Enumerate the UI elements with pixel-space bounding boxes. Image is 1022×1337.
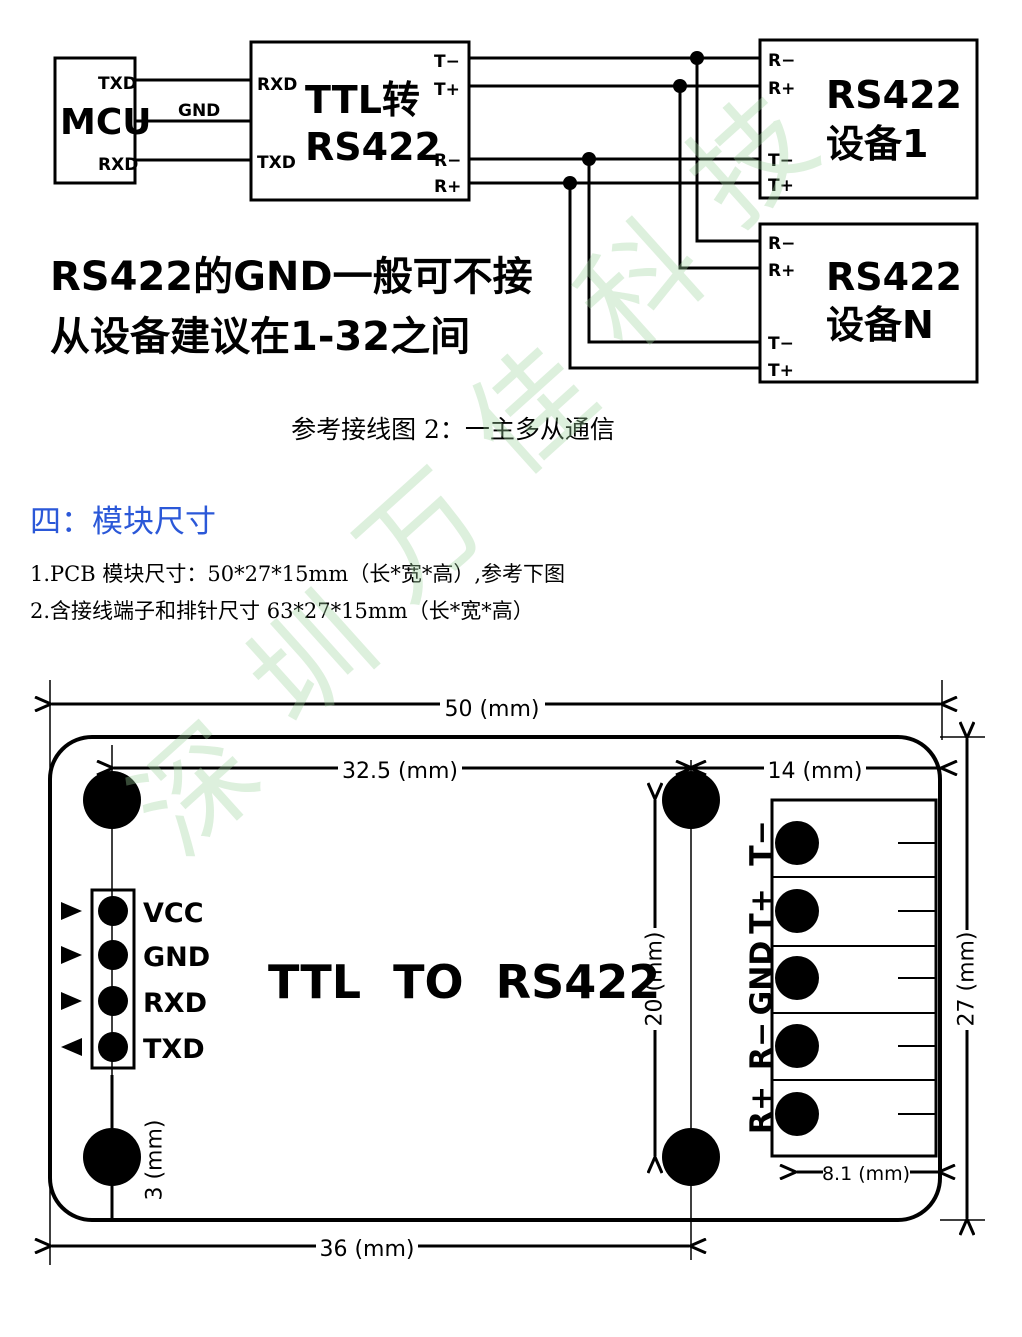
- dim-pitch: 8.1 (mm): [822, 1163, 910, 1185]
- converter-t-plus: T+: [434, 80, 460, 100]
- terminal-label-r-minus: R−: [745, 1022, 780, 1070]
- converter-r-plus: R+: [434, 177, 461, 197]
- input-arrow-icon: [61, 902, 82, 920]
- wiring-diagram: MCU TXD RXD GND RXD TXD TTL转 RS422 T− T+…: [50, 38, 979, 384]
- mounting-hole-top-right: [662, 771, 720, 829]
- terminal-label-gnd: GND: [745, 941, 780, 1016]
- converter-title-2: RS422: [305, 125, 441, 169]
- terminal-label-r-plus: R+: [745, 1086, 780, 1134]
- converter-title-1: TTL转: [305, 78, 420, 122]
- section-title: 四：模块尺寸: [30, 504, 216, 540]
- terminal-block: [770, 798, 938, 1158]
- device1-r-plus: R+: [768, 79, 795, 99]
- output-arrow-icon: [61, 1038, 82, 1056]
- deviceN-t-plus: T+: [768, 361, 794, 381]
- terminal-screw-gnd: [775, 956, 819, 1000]
- spec-line-1: 1.PCB 模块尺寸：50*27*15mm（长*宽*高）,参考下图: [30, 562, 566, 586]
- terminal-screw-r-minus: [775, 1024, 819, 1068]
- mounting-hole-bottom-right: [662, 1128, 720, 1186]
- device1-line2: 设备1: [826, 122, 928, 166]
- pin-header: [90, 888, 136, 1070]
- dim-vertical: 20 (mm): [643, 931, 668, 1026]
- header-pin-vcc: [98, 896, 128, 926]
- mcu-txd: TXD: [98, 74, 137, 94]
- deviceN-line1: RS422: [826, 255, 962, 299]
- deviceN-line2: 设备N: [826, 303, 934, 347]
- header-label-vcc: VCC: [143, 898, 204, 929]
- terminal-screw-t-minus: [775, 821, 819, 865]
- mounting-hole-bottom-left: [83, 1128, 141, 1186]
- dim-hole-span: 32.5 (mm): [342, 759, 458, 784]
- dim-terminal: 14 (mm): [767, 759, 862, 784]
- terminal-screw-r-plus: [775, 1092, 819, 1136]
- diagram-caption: 参考接线图 2：一主多从通信: [291, 415, 615, 444]
- device1-r-minus: R−: [768, 51, 795, 71]
- header-pin-txd: [98, 1032, 128, 1062]
- header-label-rxd: RXD: [143, 988, 207, 1019]
- slave-count-note: 从设备建议在1-32之间: [50, 314, 470, 360]
- input-arrow-icon: [61, 946, 82, 964]
- input-arrow-icon: [61, 992, 82, 1010]
- header-label-gnd: GND: [143, 942, 210, 973]
- terminal-label-t-minus: T−: [745, 820, 780, 866]
- pcb-outline: [48, 735, 942, 1222]
- device1-t-plus: T+: [768, 176, 794, 196]
- deviceN-r-plus: R+: [768, 261, 795, 281]
- terminal-label-t-plus: T+: [745, 888, 780, 934]
- mcu-rxd: RXD: [98, 155, 138, 175]
- deviceN-t-minus: T−: [768, 334, 794, 354]
- dim-hole-offset: 3 (mm): [143, 1119, 168, 1200]
- dim-width: 50 (mm): [444, 697, 539, 722]
- converter-txd: TXD: [257, 153, 296, 173]
- deviceN-box: [758, 222, 979, 384]
- gnd-note: RS422的GND一般可不接: [50, 254, 533, 300]
- header-label-txd: TXD: [143, 1034, 205, 1065]
- board-label: TTL TO RS422: [268, 955, 660, 1009]
- spec-line-2: 2.含接线端子和排针尺寸 63*27*15mm（长*宽*高）: [30, 599, 534, 623]
- dim-height: 27 (mm): [955, 931, 980, 1026]
- terminal-screw-t-plus: [775, 889, 819, 933]
- device1-line1: RS422: [826, 73, 962, 117]
- header-pin-gnd: [98, 940, 128, 970]
- dim-bottom: 36 (mm): [319, 1237, 414, 1262]
- converter-rxd: RXD: [257, 75, 297, 95]
- converter-r-minus: R−: [434, 151, 461, 171]
- svg-text:深: 深: [106, 699, 286, 881]
- gnd-label: GND: [178, 101, 220, 121]
- device1-t-minus: T−: [768, 151, 794, 171]
- converter-t-minus: T−: [434, 52, 460, 72]
- mcu-label: MCU: [60, 102, 151, 143]
- deviceN-r-minus: R−: [768, 234, 795, 254]
- device1-box: [758, 38, 979, 200]
- header-pin-rxd: [98, 986, 128, 1016]
- mounting-hole-top-left: [83, 771, 141, 829]
